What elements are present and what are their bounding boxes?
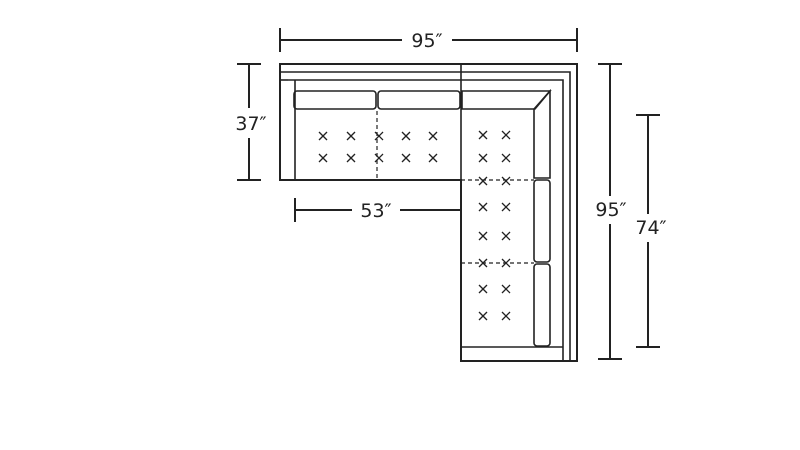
tuft-mark — [401, 153, 411, 163]
inner-width-dimension: 53″ — [294, 198, 460, 222]
tuft-mark — [346, 131, 356, 141]
tuft-mark — [501, 202, 511, 212]
tuft-mark — [501, 231, 511, 241]
tuft-mark — [501, 258, 511, 268]
seat-separators — [376, 111, 534, 264]
tuft-mark — [428, 131, 438, 141]
top-width-dimension: 95″ — [279, 28, 578, 52]
tuft-mark — [318, 131, 328, 141]
back-cushion-1 — [293, 90, 377, 110]
tuft-mark — [318, 153, 328, 163]
tuft-mark — [478, 202, 488, 212]
right-length-dimension: 95″ — [595, 63, 627, 360]
tuft-mark — [501, 153, 511, 163]
tufting-marks — [318, 130, 511, 321]
side-cushion-3 — [533, 263, 551, 347]
tuft-mark — [401, 131, 411, 141]
tuft-mark — [501, 311, 511, 321]
sofa-outline — [279, 63, 578, 362]
tuft-mark — [478, 231, 488, 241]
top-width-label: 95″ — [411, 30, 442, 52]
back-cushions — [293, 90, 552, 110]
tuft-mark — [478, 311, 488, 321]
tuft-mark — [428, 153, 438, 163]
tuft-mark — [501, 176, 511, 186]
tuft-mark — [501, 284, 511, 294]
left-depth-dimension: 37″ — [235, 63, 267, 181]
left-depth-label: 37″ — [235, 113, 266, 135]
tuft-mark — [501, 130, 511, 140]
tuft-mark — [478, 130, 488, 140]
inner-length-label: 74″ — [635, 217, 666, 239]
side-cushion-2 — [533, 179, 551, 263]
tuft-mark — [374, 153, 384, 163]
tuft-mark — [346, 153, 356, 163]
side-back-cushions — [533, 88, 551, 347]
tuft-mark — [478, 284, 488, 294]
tuft-mark — [478, 153, 488, 163]
inner-width-label: 53″ — [360, 200, 391, 222]
right-length-label: 95″ — [595, 199, 626, 221]
inner-length-dimension: 74″ — [635, 114, 667, 348]
tuft-mark — [478, 258, 488, 268]
tuft-mark — [374, 131, 384, 141]
back-cushion-2 — [377, 90, 461, 110]
side-cushion-1 — [533, 88, 551, 179]
tuft-mark — [478, 176, 488, 186]
